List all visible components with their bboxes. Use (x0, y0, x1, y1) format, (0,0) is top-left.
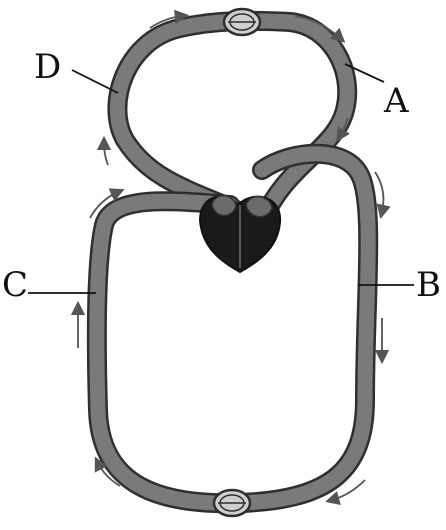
label-b: B (416, 268, 441, 302)
label-c: C (2, 268, 28, 302)
flow-arrow-left-upper (104, 143, 108, 165)
capillary-bed-top-icon (224, 9, 260, 35)
heart-left-atrium (212, 196, 236, 216)
label-a: A (384, 84, 409, 118)
label-d: D (34, 50, 61, 84)
capillary-bed-bottom-icon (214, 490, 250, 516)
heart-icon (200, 196, 280, 272)
leader-line-d (72, 70, 118, 93)
